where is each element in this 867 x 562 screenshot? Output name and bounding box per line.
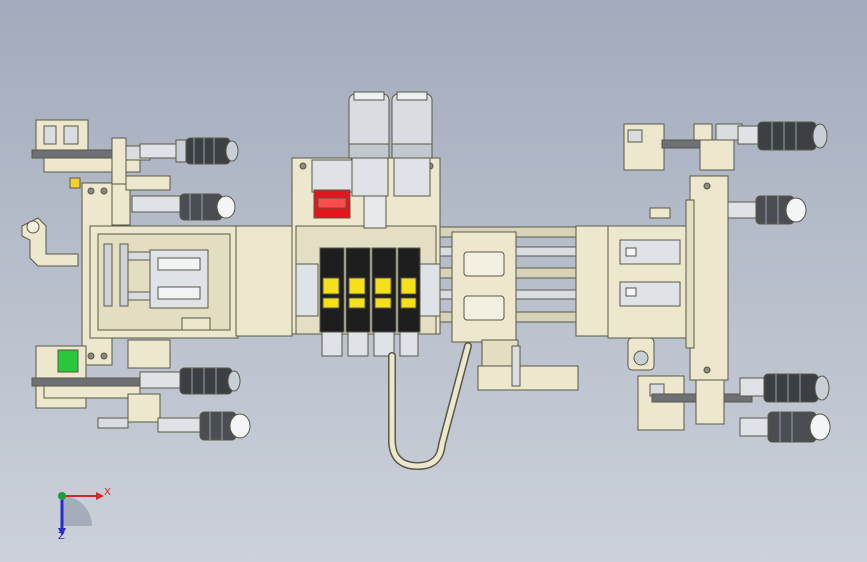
air-hoses bbox=[388, 342, 472, 471]
right-frame[interactable] bbox=[575, 175, 729, 381]
right-bottom-clamp[interactable] bbox=[637, 375, 753, 431]
left-bottom-clamp[interactable] bbox=[31, 339, 171, 429]
servo-motors[interactable] bbox=[311, 91, 433, 229]
valve-4[interactable] bbox=[397, 247, 421, 333]
solenoid-valve-bank[interactable] bbox=[295, 247, 441, 357]
left-hook-bracket[interactable] bbox=[21, 217, 79, 267]
right-cylinders[interactable] bbox=[727, 121, 831, 443]
right-top-clamp[interactable] bbox=[623, 123, 743, 171]
left-cylinders[interactable] bbox=[125, 137, 251, 441]
left-top-clamp[interactable] bbox=[31, 119, 163, 189]
center-slide-block[interactable] bbox=[451, 231, 579, 391]
valve-1[interactable] bbox=[319, 247, 345, 333]
valve-2[interactable] bbox=[345, 247, 371, 333]
left-frame[interactable] bbox=[81, 176, 293, 366]
axis-x-label: X bbox=[104, 487, 111, 498]
axis-triad-icon bbox=[58, 492, 104, 536]
axis-z-label: Z bbox=[58, 531, 65, 542]
valve-3[interactable] bbox=[371, 247, 397, 333]
